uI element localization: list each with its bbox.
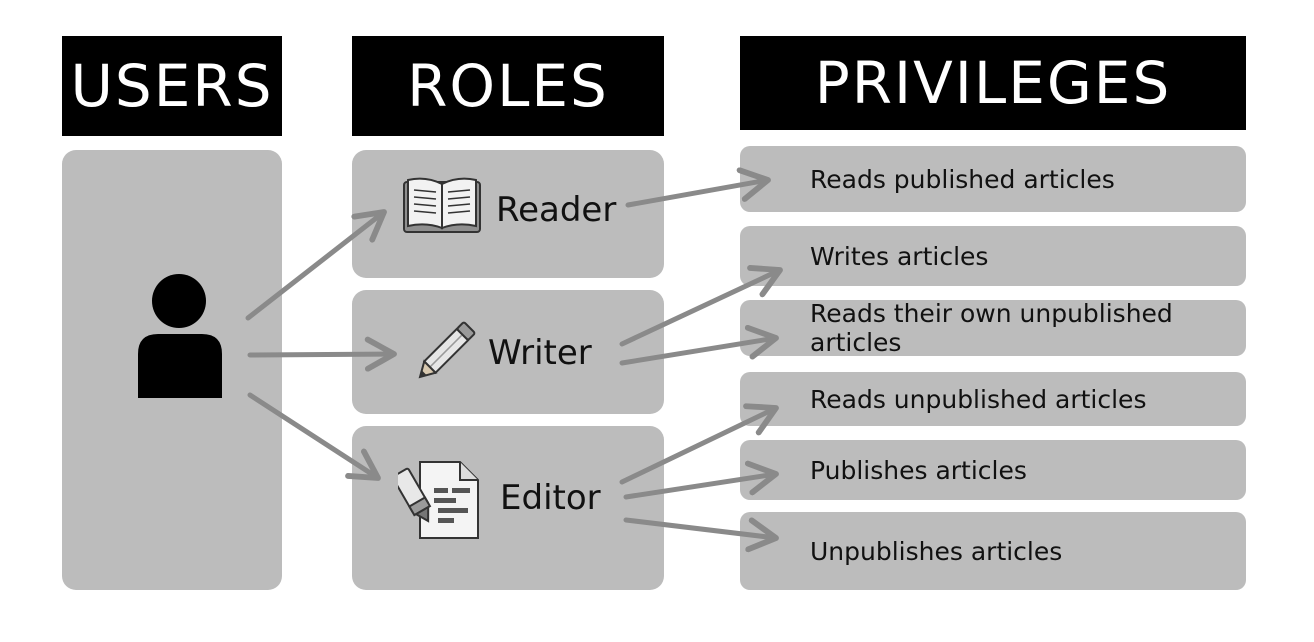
role-label-reader: Reader	[496, 190, 617, 230]
users-header: USERS	[62, 36, 282, 136]
arrow-user-editor	[247, 392, 381, 481]
privilege-reads-published: Reads published articles	[740, 146, 1246, 212]
privilege-reads-unpublished: Reads unpublished articles	[740, 372, 1246, 426]
roles-header: ROLES	[352, 36, 664, 136]
role-label-writer: Writer	[488, 333, 592, 373]
arrow-reader-reads-published	[625, 167, 771, 208]
privilege-writes-articles: Writes articles	[740, 226, 1246, 286]
open-book-icon	[403, 177, 481, 233]
privileges-header: PRIVILEGES	[740, 36, 1246, 130]
arrow-writer-writes	[619, 265, 783, 347]
privilege-unpublishes: Unpublishes articles	[740, 512, 1246, 590]
arrow-editor-publishes	[623, 460, 779, 500]
edit-document-icon	[398, 461, 479, 539]
role-panel-editor	[352, 426, 664, 590]
arrow-user-writer	[247, 336, 397, 372]
arrow-editor-unpublishes	[623, 517, 779, 553]
privilege-reads-own-unpublished: Reads their own unpublished articles	[740, 299, 1246, 357]
role-panel-writer	[352, 290, 664, 414]
arrow-editor-reads-unpublished	[619, 403, 779, 485]
arrow-user-reader	[245, 209, 387, 321]
arrow-writer-reads-own	[619, 324, 779, 366]
pencil-icon	[418, 321, 476, 379]
user-icon	[138, 274, 222, 398]
role-label-editor: Editor	[500, 478, 601, 518]
privilege-publishes: Publishes articles	[740, 440, 1246, 500]
